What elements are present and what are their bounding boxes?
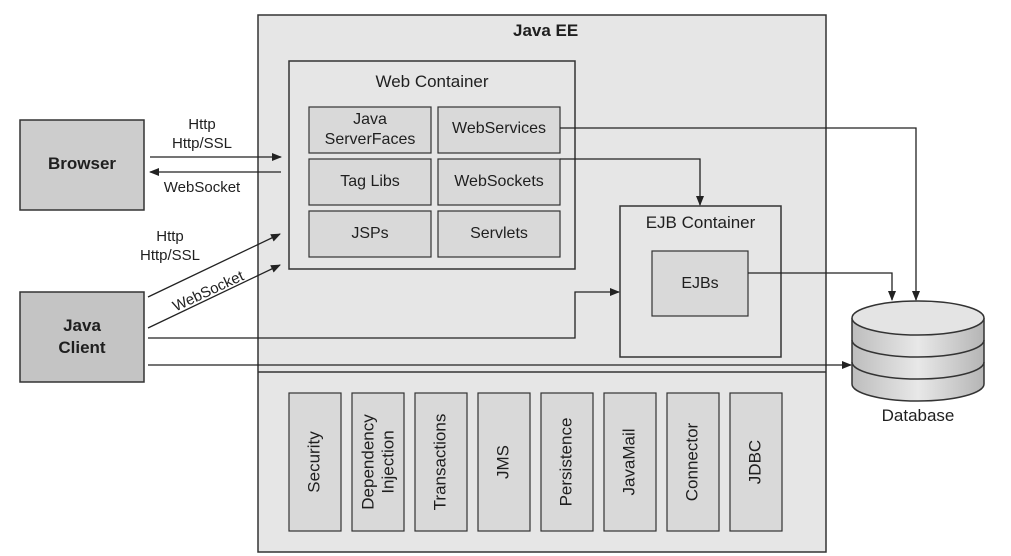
component-java-serverfaces: Java ServerFaces xyxy=(324,111,416,148)
ejb-container-title: EJB Container xyxy=(645,213,756,232)
browser-http-label: Http xyxy=(188,116,216,133)
javaee-title: Java EE xyxy=(513,21,579,40)
client-to-ejb-arrow xyxy=(148,288,620,339)
browser-label: Browser xyxy=(47,154,117,173)
web-container-title: Web Container xyxy=(375,72,489,91)
web-component-box xyxy=(308,210,432,258)
service-box xyxy=(540,392,594,532)
service-security-label: Security xyxy=(304,431,324,493)
service-javamail-label: JavaMail xyxy=(619,428,639,496)
java-client-label: Java Client xyxy=(58,316,106,358)
service-box xyxy=(288,392,342,532)
component-jsps: JSPs xyxy=(351,225,389,242)
component-webservices: WebServices xyxy=(452,120,546,137)
ejbs-label: EJBs xyxy=(681,275,719,292)
browser-websocket-label: WebSocket xyxy=(163,179,241,196)
web-component-box xyxy=(437,106,561,154)
component-tag-libs: Tag Libs xyxy=(340,173,400,190)
service-persistence-label: Persistence xyxy=(556,417,576,507)
ejbs-to-database-arrow xyxy=(748,272,896,301)
web-to-ejb-arrow xyxy=(560,158,704,206)
ejbs-box xyxy=(651,250,749,317)
service-jms-label: JMS xyxy=(493,445,513,479)
service-box xyxy=(414,392,468,532)
service-jdbc-label: JDBC xyxy=(745,439,765,485)
client-websocket-arrow xyxy=(147,264,281,329)
client-http-arrow xyxy=(147,233,281,298)
service-box xyxy=(351,392,405,532)
service-box xyxy=(603,392,657,532)
service-dependency-injection-label: Dependency Injection xyxy=(358,414,397,510)
web-component-box xyxy=(437,210,561,258)
web-component-box xyxy=(308,106,432,154)
service-connector-label: Connector xyxy=(682,422,702,502)
service-transactions-label: Transactions xyxy=(430,413,450,511)
web-component-box xyxy=(437,158,561,206)
java-client-box xyxy=(19,291,145,383)
webservices-to-database-arrow xyxy=(560,127,920,301)
client-http-label: Http xyxy=(156,228,184,245)
component-servlets: Servlets xyxy=(470,225,528,242)
database-label: Database xyxy=(881,406,955,425)
browser-box xyxy=(19,119,145,211)
component-websockets: WebSockets xyxy=(454,173,544,190)
service-box xyxy=(477,392,531,532)
web-component-box xyxy=(308,158,432,206)
browser-https-label: Http/SSL xyxy=(171,135,233,152)
database-icon xyxy=(851,300,985,402)
service-box xyxy=(729,392,783,532)
service-box xyxy=(666,392,720,532)
client-https-label: Http/SSL xyxy=(139,247,201,264)
